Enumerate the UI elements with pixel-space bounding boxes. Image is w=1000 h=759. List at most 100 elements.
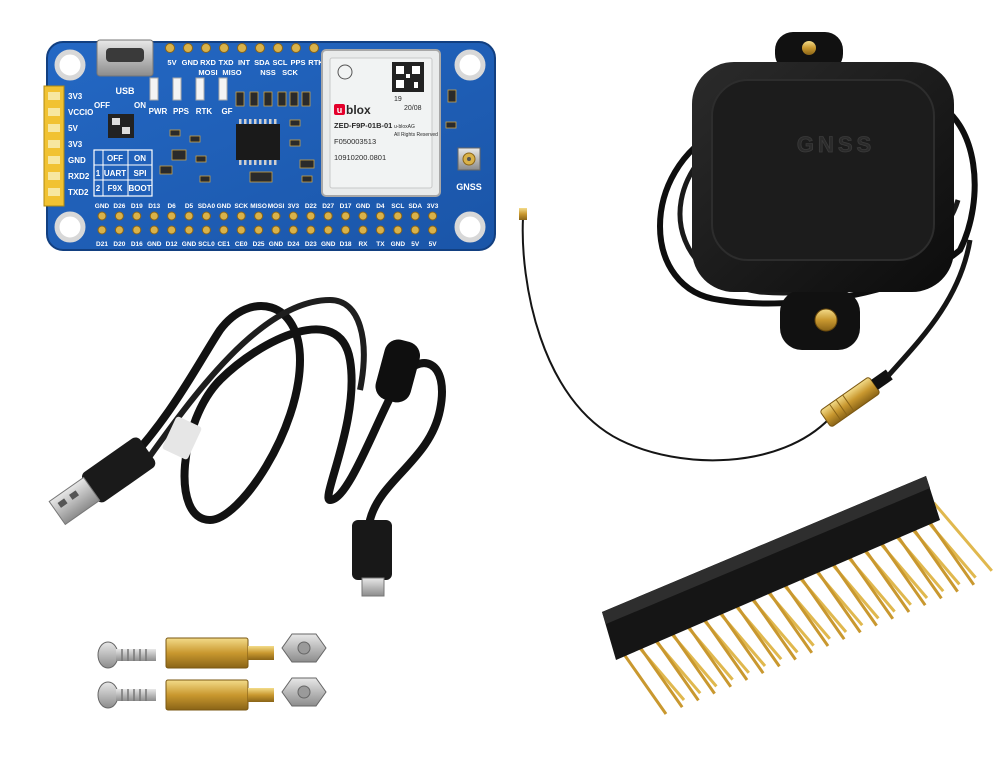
gnss-antenna: GNSS [519, 32, 978, 462]
gpio-label-bottom: D20 [113, 241, 125, 248]
screw-1 [97, 641, 156, 669]
module-rights: All Rights Reserved [394, 132, 438, 138]
gpio-label-top: GND [217, 203, 232, 210]
gpio-label-bottom: GND [147, 241, 162, 248]
top-pad [309, 43, 319, 53]
mounting-hardware [97, 633, 327, 711]
gnss-connector-label: GNSS [456, 182, 482, 192]
gpio-label-bottom: D18 [340, 241, 352, 248]
antenna-mount-bottom [780, 290, 860, 350]
gpio-label-top: D4 [376, 203, 385, 210]
led-label: PWR [149, 107, 168, 116]
gpio-pad [271, 211, 281, 221]
gpio-pad [410, 211, 420, 221]
gpio-label-top: SCK [234, 203, 248, 210]
left-pin [48, 156, 60, 164]
standoff-1 [165, 637, 274, 669]
gpio-pad [341, 225, 351, 235]
gpio-label-bottom: CE1 [217, 241, 230, 248]
top-header-label: RTK [308, 58, 324, 67]
module-date-b: 20/08 [404, 105, 422, 112]
gpio-pad [114, 225, 124, 235]
gpio-label-bottom: GND [269, 241, 284, 248]
gpio-pad [184, 225, 194, 235]
gpio-pad [393, 211, 403, 221]
gpio-pad [323, 211, 333, 221]
dip-switch-lever-1 [112, 118, 120, 125]
left-pin-label: VCCIO [68, 108, 93, 117]
gpio-label-top: GND [356, 203, 371, 210]
mode-header-off: OFF [107, 154, 123, 163]
gpio-pad [97, 211, 107, 221]
top-header-label: GND [182, 58, 199, 67]
gpio-label-bottom: D12 [166, 241, 178, 248]
gpio-pad [341, 211, 351, 221]
gpio-label-top: SDA0 [198, 203, 216, 210]
gpio-label-top: SDA [408, 203, 422, 210]
nut-1 [281, 633, 327, 663]
mode-row1-on: SPI [134, 169, 147, 178]
gpio-label-bottom: RX [358, 241, 368, 248]
spi-label: MISO [222, 68, 241, 77]
gpio-label-top: GND [95, 203, 110, 210]
gpio-pad [323, 225, 333, 235]
gpio-pad [254, 211, 264, 221]
gpio-pad [184, 211, 194, 221]
screw-2 [97, 681, 156, 709]
mode-row2-off: F9X [108, 184, 123, 193]
module-mark: u-bloxAG [394, 124, 415, 130]
ufl-connector [457, 147, 481, 171]
gpio-pad [201, 225, 211, 235]
sma-connector [820, 369, 893, 427]
left-pin-connector [43, 85, 65, 207]
gpio-label-top: D26 [113, 203, 125, 210]
top-pad [219, 43, 229, 53]
top-pad [273, 43, 283, 53]
top-pad [255, 43, 265, 53]
left-pin-label: GND [68, 156, 86, 165]
ublox-logo: u [334, 104, 345, 115]
gpio-pad [288, 225, 298, 235]
left-pin [48, 108, 60, 116]
smd-components [159, 89, 457, 183]
gpio-pad [236, 225, 246, 235]
gpio-pad [149, 225, 159, 235]
gpio-pad [167, 211, 177, 221]
cable-tag [162, 416, 202, 460]
gpio-pad [132, 211, 142, 221]
mode-row2-index: 2 [96, 184, 101, 193]
gpio-pad [219, 211, 229, 221]
mode-row1-index: 1 [96, 169, 101, 178]
gpio-label-top: D13 [148, 203, 160, 210]
left-pin-label: 5V [68, 124, 78, 133]
gpio-label-top: SCL [391, 203, 404, 210]
left-pin [48, 124, 60, 132]
gpio-label-bottom: D21 [96, 241, 108, 248]
gpio-label-bottom: GND [182, 241, 197, 248]
mode-header-on: ON [134, 154, 146, 163]
gpio-label-top: MISO [250, 203, 267, 210]
standoff-2 [165, 679, 274, 711]
stacking-pin-header [602, 476, 993, 715]
gnss-module: u blox 19 20/08 ZED-F9P-01B-01 F05000351… [321, 49, 441, 197]
gpio-label-top: D19 [131, 203, 143, 210]
gpio-pad [306, 211, 316, 221]
mounting-holes [54, 49, 486, 243]
svg-text:u: u [337, 105, 343, 115]
left-pin-label: RXD2 [68, 172, 90, 181]
mode-row2-on: BOOT [128, 184, 151, 193]
gpio-pad [375, 225, 385, 235]
module-brand: blox [346, 103, 371, 117]
top-pad [237, 43, 247, 53]
gpio-pad [393, 225, 403, 235]
interface-chip [236, 119, 280, 165]
nut-2 [281, 677, 327, 707]
gpio-label-top: D6 [167, 203, 176, 210]
mode-table: OFF ON 1 UART SPI 2 F9X BOOT [93, 149, 153, 197]
gpio-pad [167, 225, 177, 235]
antenna-emboss: GNSS [797, 132, 875, 157]
